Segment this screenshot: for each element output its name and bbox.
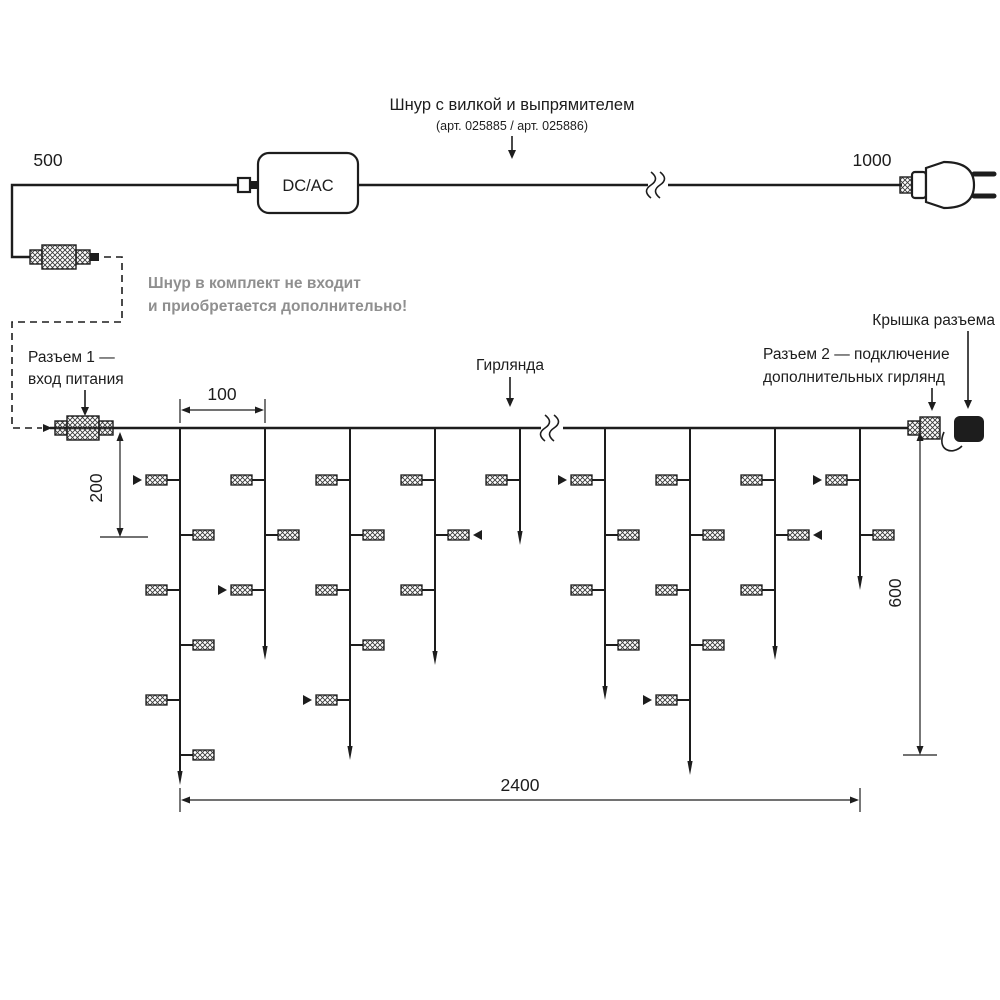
garland-break-icon: [539, 414, 560, 442]
cord-break-icon: [645, 171, 666, 199]
dim-200: 200: [86, 432, 148, 538]
cord-subtitle: (арт. 025885 / арт. 025886): [436, 119, 588, 133]
flash-arrow-icon: [473, 530, 482, 540]
flash-arrow-icon: [643, 695, 652, 705]
lamp-icon: [315, 584, 338, 596]
connector1-label-line1: Разъем 1 —: [28, 349, 115, 366]
connector2-icon: [907, 416, 941, 440]
dcac-converter-box: DC/AC: [236, 151, 360, 215]
lamp-icon: [740, 474, 763, 486]
cord-length-right: 1000: [853, 150, 892, 170]
lamp-icon: [192, 639, 215, 651]
drop-tip: [347, 746, 353, 760]
cord-wire-left: [10, 183, 238, 259]
lamp-icon: [702, 529, 725, 541]
drop: [400, 428, 482, 665]
lamp-icon: [617, 529, 640, 541]
cap-label: Крышка разъема: [872, 312, 995, 329]
dim-100: 100: [179, 384, 266, 423]
garland-labels: Разъем 1 — вход питания Гирлянда Крышка …: [28, 312, 995, 416]
power-connector-icon: [29, 244, 99, 270]
lamp-icon: [192, 529, 215, 541]
dim-200-label: 200: [86, 473, 106, 502]
lamp-icon: [230, 584, 253, 596]
cord-note-line2: и приобретается дополнительно!: [148, 298, 407, 315]
connector2-label-line2: дополнительных гирлянд: [763, 369, 945, 386]
lamp-icon: [740, 584, 763, 596]
flash-arrow-icon: [303, 695, 312, 705]
connector1-arrow: [81, 390, 89, 416]
lamp-icon: [825, 474, 848, 486]
drop-tip: [857, 576, 863, 590]
lamp-icon: [362, 529, 385, 541]
flash-arrow-icon: [218, 585, 227, 595]
lamp-icon: [702, 639, 725, 651]
lamp-icon: [315, 694, 338, 706]
drop-tip: [687, 761, 693, 775]
drop-tip: [772, 646, 778, 660]
dim-100-label: 100: [207, 384, 236, 404]
lamp-icon: [192, 749, 215, 761]
lamp-icon: [485, 474, 508, 486]
drop-tip: [602, 686, 608, 700]
connector2-arrow: [928, 388, 936, 411]
garland-label-arrow: [506, 377, 514, 407]
drop: [485, 428, 523, 545]
dcac-label: DC/AC: [282, 177, 333, 195]
garland-label: Гирлянда: [476, 357, 544, 374]
cord-title-arrow: [508, 136, 516, 159]
lamp-icon: [617, 639, 640, 651]
lamp-icon: [400, 584, 423, 596]
cord-title: Шнур с вилкой и выпрямителем: [390, 96, 635, 114]
drop: [813, 428, 895, 590]
dim-2400: 2400: [179, 775, 861, 812]
drop: [558, 428, 640, 700]
lamp-icon: [277, 529, 300, 541]
cord-note-line1: Шнур в комплект не входит: [148, 275, 361, 292]
lamp-icon: [655, 584, 678, 596]
flash-arrow-icon: [813, 475, 822, 485]
lamp-icon: [230, 474, 253, 486]
lamp-icon: [315, 474, 338, 486]
lamp-icon: [400, 474, 423, 486]
lamp-icon: [655, 474, 678, 486]
dashed-guide-line: [11, 256, 123, 432]
drop: [740, 428, 822, 660]
drop: [133, 428, 215, 785]
dim-600-label: 600: [885, 578, 905, 607]
lamp-icon: [787, 529, 810, 541]
drop: [643, 428, 725, 775]
drop-tip: [177, 771, 183, 785]
drop-tip: [517, 531, 523, 545]
lamp-icon: [447, 529, 470, 541]
flash-arrow-icon: [133, 475, 142, 485]
connector1-label-line2: вход питания: [28, 371, 124, 388]
drop-tip: [262, 646, 268, 660]
lamp-icon: [145, 584, 168, 596]
dim-2400-label: 2400: [501, 775, 540, 795]
garland-section: [50, 414, 984, 785]
lamp-icon: [872, 529, 895, 541]
lamp-icon: [145, 474, 168, 486]
lamp-icon: [570, 474, 593, 486]
connector-cap-icon: [941, 416, 984, 452]
drop-tip: [432, 651, 438, 665]
connector1-icon: [54, 415, 114, 441]
lamp-icon: [362, 639, 385, 651]
cap-label-arrow: [964, 331, 972, 409]
power-cord-section: Шнур с вилкой и выпрямителем (арт. 02588…: [10, 96, 997, 432]
euro-plug-icon: [899, 160, 997, 210]
flash-arrow-icon: [813, 530, 822, 540]
dim-600: 600: [885, 432, 937, 756]
cord-length-left: 500: [33, 150, 62, 170]
lamp-icon: [570, 584, 593, 596]
drop: [218, 428, 300, 660]
lamp-icon: [655, 694, 678, 706]
lamp-icon: [145, 694, 168, 706]
drop: [303, 428, 385, 760]
connector2-label-line1: Разъем 2 — подключение: [763, 346, 950, 363]
drops-group: [133, 428, 895, 785]
flash-arrow-icon: [558, 475, 567, 485]
